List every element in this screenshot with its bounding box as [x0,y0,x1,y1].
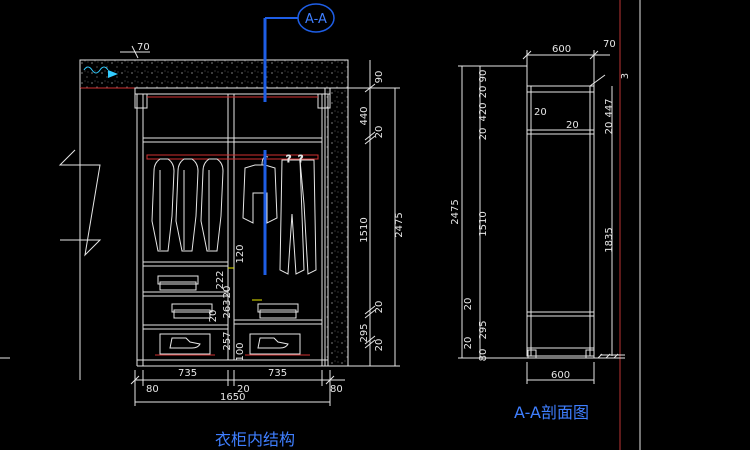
main-title: 衣柜内结构 [215,430,295,449]
svg-text:80: 80 [330,384,343,395]
shelf-items [157,275,301,355]
break-line [58,149,102,257]
front-elevation: ? ? A-A [0,3,405,406]
svg-text:80: 80 [478,349,489,362]
duct-symbol [83,66,109,74]
svg-text:3: 3 [620,73,631,79]
svg-text:440: 440 [359,106,370,125]
svg-text:20: 20 [478,128,489,141]
svg-text:1510: 1510 [359,217,370,242]
crown-corner-right [317,93,331,109]
section-top-70: 70 [603,39,616,50]
hanging-rail [146,154,319,160]
section-inner-20b: 20 [566,120,579,131]
svg-text:222: 222 [215,270,226,289]
svg-text:20: 20 [374,339,385,352]
svg-text:295: 295 [478,320,489,339]
svg-text:20: 20 [463,298,474,311]
shoe-icon [169,337,201,349]
dim-right-ticks [364,83,376,349]
svg-text:1510: 1510 [478,211,489,236]
section-top-dim-lines [522,50,610,86]
svg-text:20: 20 [222,286,233,299]
svg-text:735: 735 [268,368,287,379]
dim-top-label: 70 [137,42,150,53]
svg-text:?: ? [286,154,291,165]
dim-right-lines [330,60,400,367]
dim-bottom-labels: 80 735 20 735 80 1650 [146,368,343,403]
section-inner-20a: 20 [534,107,547,118]
section-top-600: 600 [552,44,571,55]
svg-text:100: 100 [235,342,246,361]
section-tag-bubble [297,3,335,33]
section-left-labels: 90 20 420 20 1510 20 295 20 80 2475 [450,70,489,362]
svg-text:20: 20 [374,126,385,139]
svg-text:2475: 2475 [394,212,405,237]
crown [134,87,331,95]
svg-text:20: 20 [604,122,615,135]
svg-text:20: 20 [463,337,474,350]
section-left-dim-lines [458,65,527,359]
svg-text:80: 80 [146,384,159,395]
section-right-labels: 3 447 20 1835 [604,73,631,253]
section-title: A-A剖面图 [514,403,589,422]
svg-text:735: 735 [178,368,197,379]
svg-text:295: 295 [359,323,370,342]
ceiling-slab [79,59,349,89]
dim-bottom-lines [130,370,345,406]
svg-text:20: 20 [478,86,489,99]
svg-text:1835: 1835 [604,227,615,252]
svg-text:20: 20 [208,310,219,323]
svg-text:420: 420 [478,102,489,121]
svg-text:20: 20 [374,301,385,314]
section-carcass [520,74,625,359]
svg-text:447: 447 [604,98,615,117]
carcass [136,93,329,367]
dim-inner-labels: 120 222 20 263 20 257 100 [208,244,246,361]
dim-right-labels: 90 440 20 1510 20 295 20 2475 [359,71,405,352]
left-hanging-garments [151,158,224,252]
svg-text:120: 120 [235,244,246,263]
section-ground-hatch [597,353,619,359]
svg-text:2475: 2475 [450,199,461,224]
crown-corner-left [134,93,148,109]
section-bottom-600: 600 [551,370,570,381]
section-view: 600 70 600 90 20 420 20 1510 20 295 20 8… [450,39,631,384]
section-bottom-dim-lines [526,362,595,384]
svg-text:1650: 1650 [220,392,245,403]
sheet-frame [619,0,641,450]
svg-text:257: 257 [222,331,233,350]
shoe-icon [257,337,289,349]
section-tag: A-A [305,12,327,27]
svg-text:263: 263 [222,299,233,318]
svg-text:?: ? [298,154,303,165]
duct-arrow [108,70,118,78]
svg-text:90: 90 [478,70,489,83]
svg-text:20: 20 [237,384,250,395]
dim-top [120,45,150,59]
svg-text:90: 90 [374,71,385,84]
right-hanging-garments: ? ? [242,154,317,275]
